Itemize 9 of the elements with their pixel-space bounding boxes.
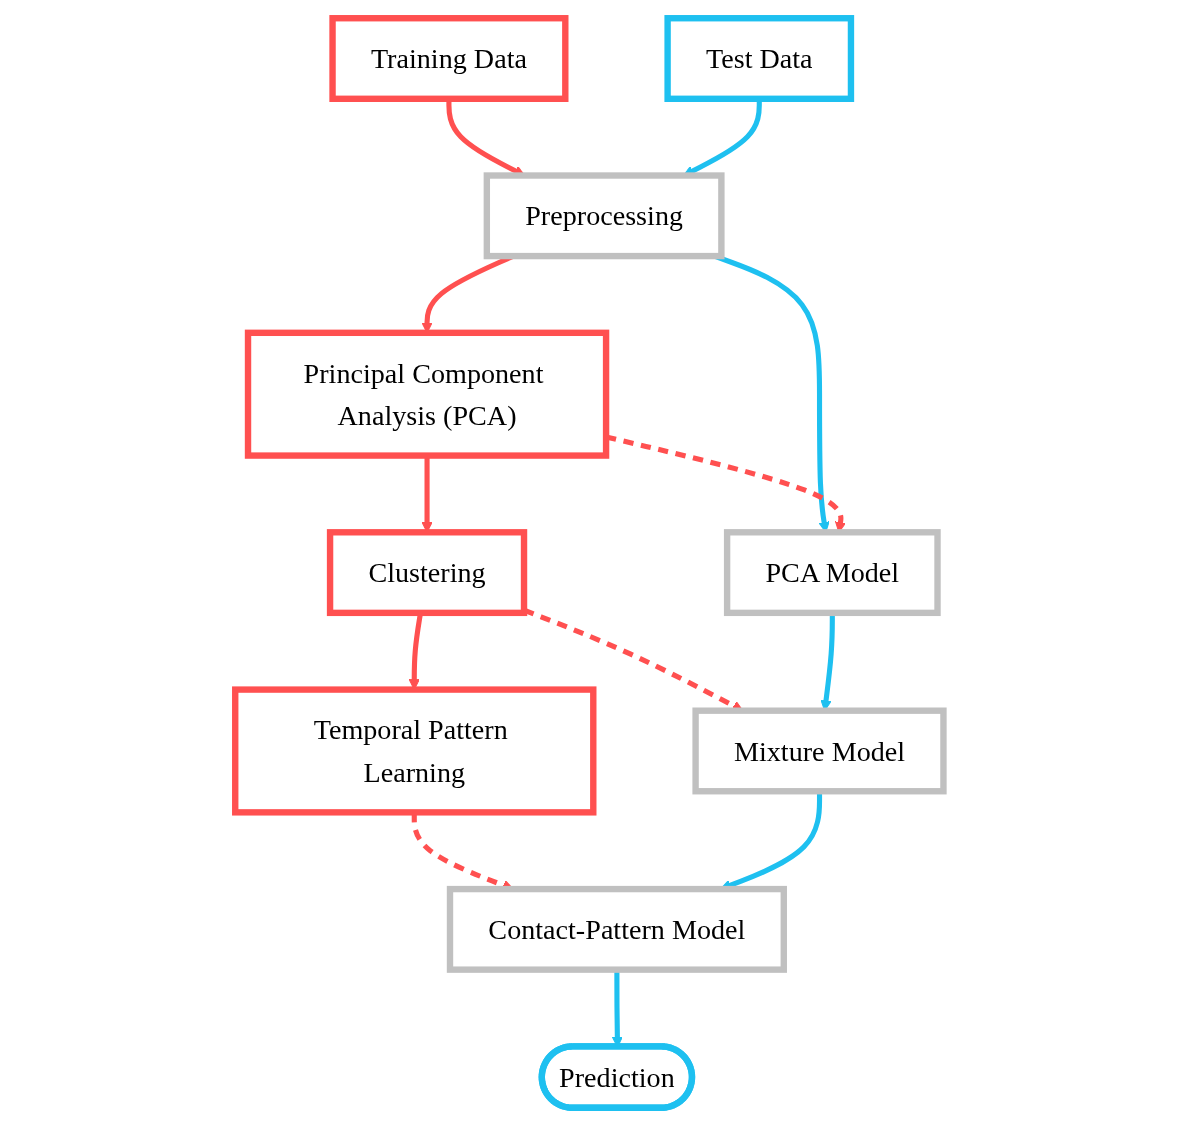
node-box: Temporal Pattern Learning — [231, 686, 597, 816]
node-box: Test Data — [664, 15, 854, 102]
node-box: Training Data — [329, 15, 569, 102]
node-box: Preprocessing — [483, 172, 725, 260]
node-box: Clustering — [326, 529, 527, 617]
node-box: Contact-Pattern Model — [446, 885, 787, 973]
node-box: Principal Component Analysis (PCA) — [244, 329, 609, 459]
node-box: PCA Model — [723, 529, 941, 617]
node-box: Mixture Model — [692, 707, 947, 795]
